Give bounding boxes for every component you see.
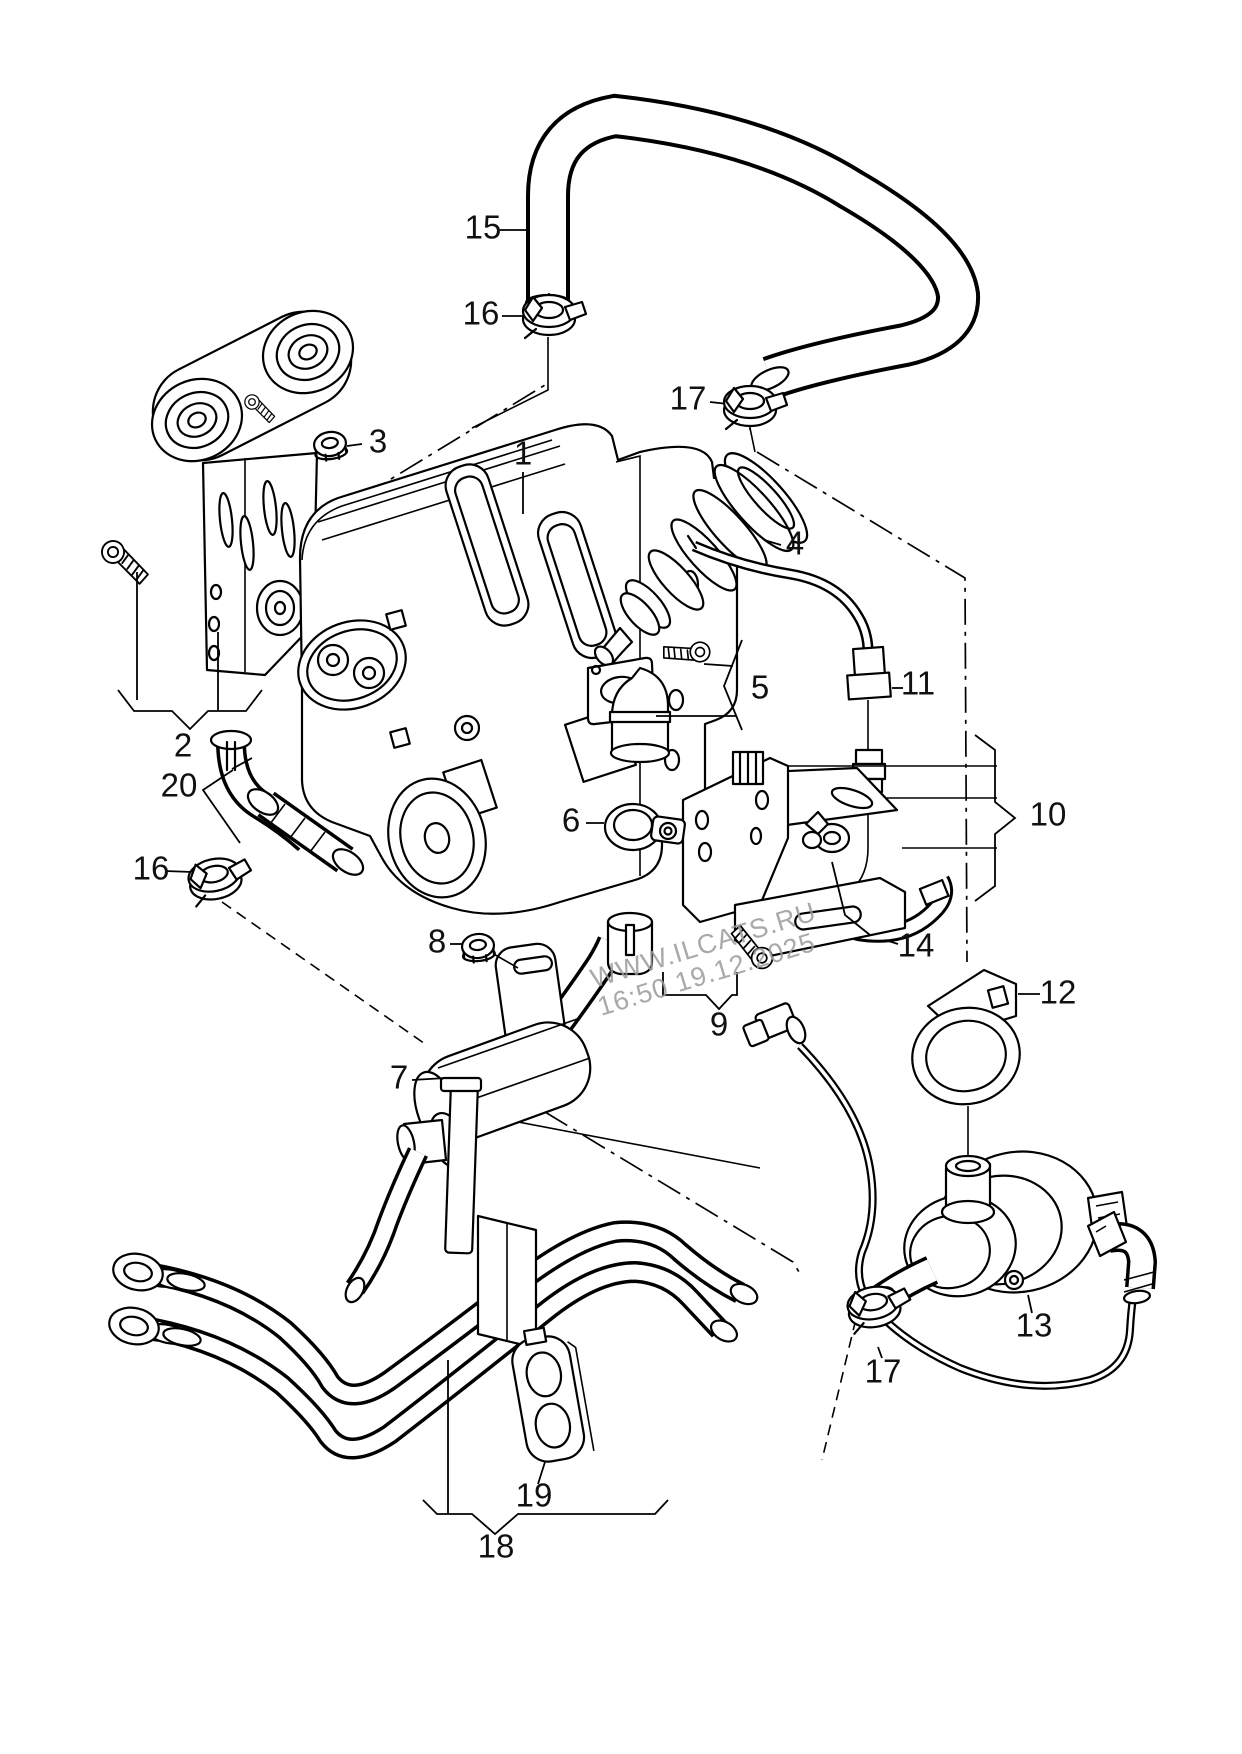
group-bracket-20: [201, 769, 241, 844]
callout-label-12: 12: [1040, 974, 1077, 1011]
pipe-bracket-strap: [439, 1076, 538, 1350]
combustion-air-parts: [164, 731, 365, 876]
callout-label-15: 15: [465, 209, 502, 246]
right-angle-connector-boot: [1086, 1210, 1154, 1305]
group-bracket-5: [723, 639, 743, 731]
coolant-hose-top: [500, 116, 958, 430]
callout-label-16: 16: [463, 295, 500, 332]
callout-label-8: 8: [428, 923, 446, 960]
coolant-pipes: [108, 1076, 759, 1536]
callout-label-18: 18: [478, 1528, 515, 1565]
heater-unit: [297, 423, 739, 915]
callout-label-17: 17: [670, 380, 707, 417]
harness-connector: [742, 1002, 807, 1048]
callout-label-9: 9: [710, 1006, 728, 1043]
muffler-nut-8: [459, 931, 497, 965]
auxiliary-water-pump: [862, 1150, 1130, 1314]
callout-label-13: 13: [1016, 1307, 1053, 1344]
group-bracket-9: [662, 972, 738, 1011]
callout-label-10: 10: [1030, 796, 1067, 833]
callout-label-2: 2: [174, 727, 192, 764]
hose-clamp-16-top: [521, 293, 588, 340]
flanged-nut: [311, 428, 350, 464]
callout-label-4: 4: [786, 525, 804, 562]
alignment-lines: [221, 337, 968, 1461]
callout-label-3: 3: [369, 423, 387, 460]
callout-label-7: 7: [390, 1059, 408, 1096]
mounting-bracket-assembly: [94, 309, 363, 731]
hose-clamp-17-bottom: [843, 1279, 916, 1336]
quick-coupler: [112, 1252, 206, 1292]
callout-label-19: 19: [516, 1477, 553, 1514]
callout-label-16: 16: [133, 850, 170, 887]
callout-label-17: 17: [865, 1353, 902, 1390]
heater-mounting-bracket: [662, 750, 907, 1011]
hose-clamp-16-left: [184, 850, 258, 909]
line-clamp-14: [801, 810, 851, 854]
pump-mounting-ring: [911, 968, 1040, 1158]
callout-label-11: 11: [901, 665, 935, 702]
socket-bolt: [94, 536, 156, 587]
exhaust-flange-elbow: [586, 631, 743, 764]
grommet: [261, 309, 355, 395]
pipe-clamp-6: [586, 802, 686, 852]
grommet: [150, 377, 244, 463]
callout-label-1: 1: [514, 435, 532, 472]
group-bracket-10: [974, 734, 1017, 902]
callout-label-6: 6: [562, 802, 580, 839]
callout-label-20: 20: [161, 767, 198, 804]
pump-wiring-harness: [742, 1002, 1133, 1386]
callout-label-5: 5: [751, 669, 769, 706]
group-bracket-2: [117, 689, 263, 731]
retaining-clip: [731, 750, 765, 786]
pipe-retainer-plate: [511, 1326, 595, 1463]
group-bracket-18: [422, 1499, 669, 1536]
callout-label-14: 14: [898, 927, 935, 964]
quick-coupler: [108, 1306, 202, 1347]
